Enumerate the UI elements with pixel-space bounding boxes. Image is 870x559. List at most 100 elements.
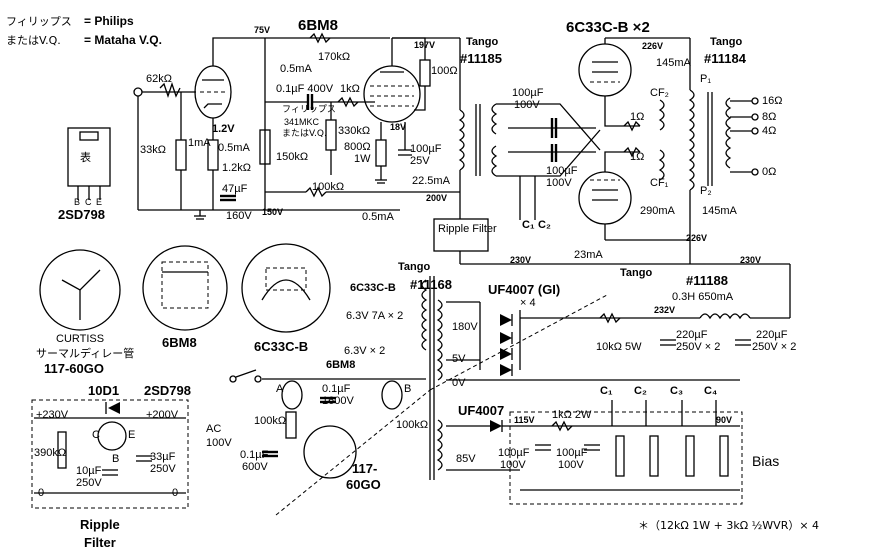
ripple-title-1: Ripple	[80, 517, 120, 532]
v-226a-label: 226V	[642, 41, 664, 51]
i-145a-label: 145mA	[656, 57, 691, 69]
stage1-tube-label: 6BM8	[298, 17, 339, 34]
i-23-label: 23mA	[574, 249, 603, 261]
bias-pots[interactable]	[615, 435, 729, 477]
driver-tx-part: #11185	[460, 51, 502, 66]
r-k2-label: 800Ω	[344, 141, 371, 153]
r-plate-label: 150kΩ	[276, 151, 309, 163]
v-197-label: 197V	[414, 40, 436, 50]
ripple-c2-label: 33µF	[150, 451, 176, 463]
r-fb-label: 100kΩ	[312, 181, 345, 193]
bridge-diode-count: × 4	[520, 297, 536, 309]
ripple-c1-label: 10µF	[76, 465, 102, 477]
tap-8[interactable]: 8Ω	[762, 111, 777, 123]
tap-4[interactable]: 4Ω	[762, 125, 777, 137]
output-tube-top-icon	[578, 43, 632, 97]
r-1b-label: 1Ω	[630, 151, 645, 163]
i-290-label: 290mA	[640, 205, 675, 217]
brand2-label: 341MKC	[284, 117, 320, 127]
ripple-block-label: Ripple Filter	[438, 223, 497, 235]
i-r-label: 0.5mA	[280, 63, 312, 75]
c-k-v-label: 160V	[226, 210, 252, 222]
lamp-a-label: A	[276, 383, 284, 395]
transistor-face-label: 表	[80, 151, 91, 164]
bias-tap-c1[interactable]: C₁	[600, 385, 613, 397]
p1-label: P₁	[700, 73, 712, 85]
driver-tx-brand: Tango	[466, 36, 499, 48]
choke-brand: Tango	[620, 267, 653, 279]
c-a-v-label: 250V × 2	[676, 341, 721, 353]
tap-16[interactable]: 16Ω	[762, 95, 783, 107]
resistor-33k	[175, 139, 187, 171]
ptx-part: #11168	[410, 277, 452, 292]
ac-switch-icon[interactable]	[229, 375, 237, 383]
v-230b-label: 230V	[740, 255, 762, 265]
ripple-diode-label: 10D1	[88, 383, 120, 398]
pin-c: C	[85, 197, 92, 207]
ripple-zero-b: 0	[172, 487, 179, 499]
v-5-label: 5V	[452, 353, 466, 365]
neon-lamp-a-icon	[281, 380, 303, 410]
driver-c2v: 100V	[546, 177, 572, 189]
bias-c1-label: 100µF	[498, 447, 530, 459]
6bm8-pinout-icon	[142, 245, 228, 331]
resistor-800	[375, 139, 387, 167]
bias-tap-c2[interactable]: C₂	[634, 385, 647, 397]
p2-label: P₂	[700, 185, 712, 197]
curtiss-label: CURTISS	[56, 333, 105, 345]
relay-label: 117-	[352, 461, 378, 476]
c-b-v-label: 250V × 2	[752, 341, 797, 353]
c-a-label: 220µF	[676, 329, 708, 341]
r-170-label: 170kΩ	[318, 51, 351, 63]
bias-c1v-label: 100V	[500, 459, 526, 471]
i-145b-label: 145mA	[702, 205, 737, 217]
bias-tap-c3[interactable]: C₃	[670, 385, 684, 397]
bias-r-label: 1kΩ 2W	[552, 409, 592, 421]
v-200-label: 200V	[426, 193, 448, 203]
choke-part: #11188	[686, 273, 728, 288]
cf1-label: CF₁	[650, 177, 669, 189]
ripple-transistor-label: 2SD798	[144, 383, 191, 398]
i-225-label: 22.5mA	[412, 175, 450, 187]
brand1-label: フィリップス	[282, 105, 336, 115]
r-10k-label: 10kΩ 5W	[596, 341, 642, 353]
pentode-6bm8-tube-icon	[363, 65, 421, 123]
bridge-diode-label: UF4007 (GI)	[488, 282, 561, 297]
r-in-label: 62kΩ	[146, 73, 172, 85]
driver-c1v: 100V	[514, 99, 540, 111]
ac-volt-label: 100V	[206, 437, 232, 449]
resistor-62k	[159, 81, 181, 99]
legend-philips-jp: フィリップス	[6, 15, 72, 28]
ripple-filter-detail-box	[31, 399, 189, 509]
v-18-label: 18V	[390, 122, 407, 132]
r-1a-label: 1Ω	[630, 111, 645, 123]
brand3-label: またはV.Q.	[282, 129, 327, 139]
bridge-diodes	[500, 314, 513, 376]
transistor-name: 2SD798	[58, 207, 105, 222]
ripple-vout-label: +200V	[146, 409, 179, 421]
r-k-label: 1.2kΩ	[222, 162, 252, 174]
ripple-pin-b: B	[112, 453, 120, 465]
v-0-label: 0V	[452, 377, 466, 389]
ac-r100b-label: 100kΩ	[396, 419, 429, 431]
ac-cap2-label: 0.1µF	[240, 449, 269, 461]
bias-block	[509, 411, 743, 505]
ripple-r-label: 390kΩ	[34, 447, 67, 459]
c-k-label: 47µF	[222, 183, 248, 195]
driver-c-lbl1: C₁	[522, 219, 535, 231]
bias-tap-c4[interactable]: C₄	[704, 385, 718, 397]
output-tube-label: 6C33C-B ×2	[566, 19, 650, 36]
i-fb-label: 0.5mA	[362, 211, 394, 223]
ptx-brand: Tango	[398, 261, 431, 273]
bias-c2v-label: 100V	[558, 459, 584, 471]
v-180-label: 180V	[452, 321, 478, 333]
v-226b-label: 226V	[686, 233, 708, 243]
tap-0[interactable]: 0Ω	[762, 166, 777, 178]
heater1-label: 6C33C-B	[350, 282, 396, 294]
v-b-label: 150V	[262, 207, 284, 217]
relay2-label: 60GO	[346, 477, 381, 492]
input-jack-icon[interactable]	[133, 87, 143, 97]
resistor-330k	[325, 119, 337, 151]
